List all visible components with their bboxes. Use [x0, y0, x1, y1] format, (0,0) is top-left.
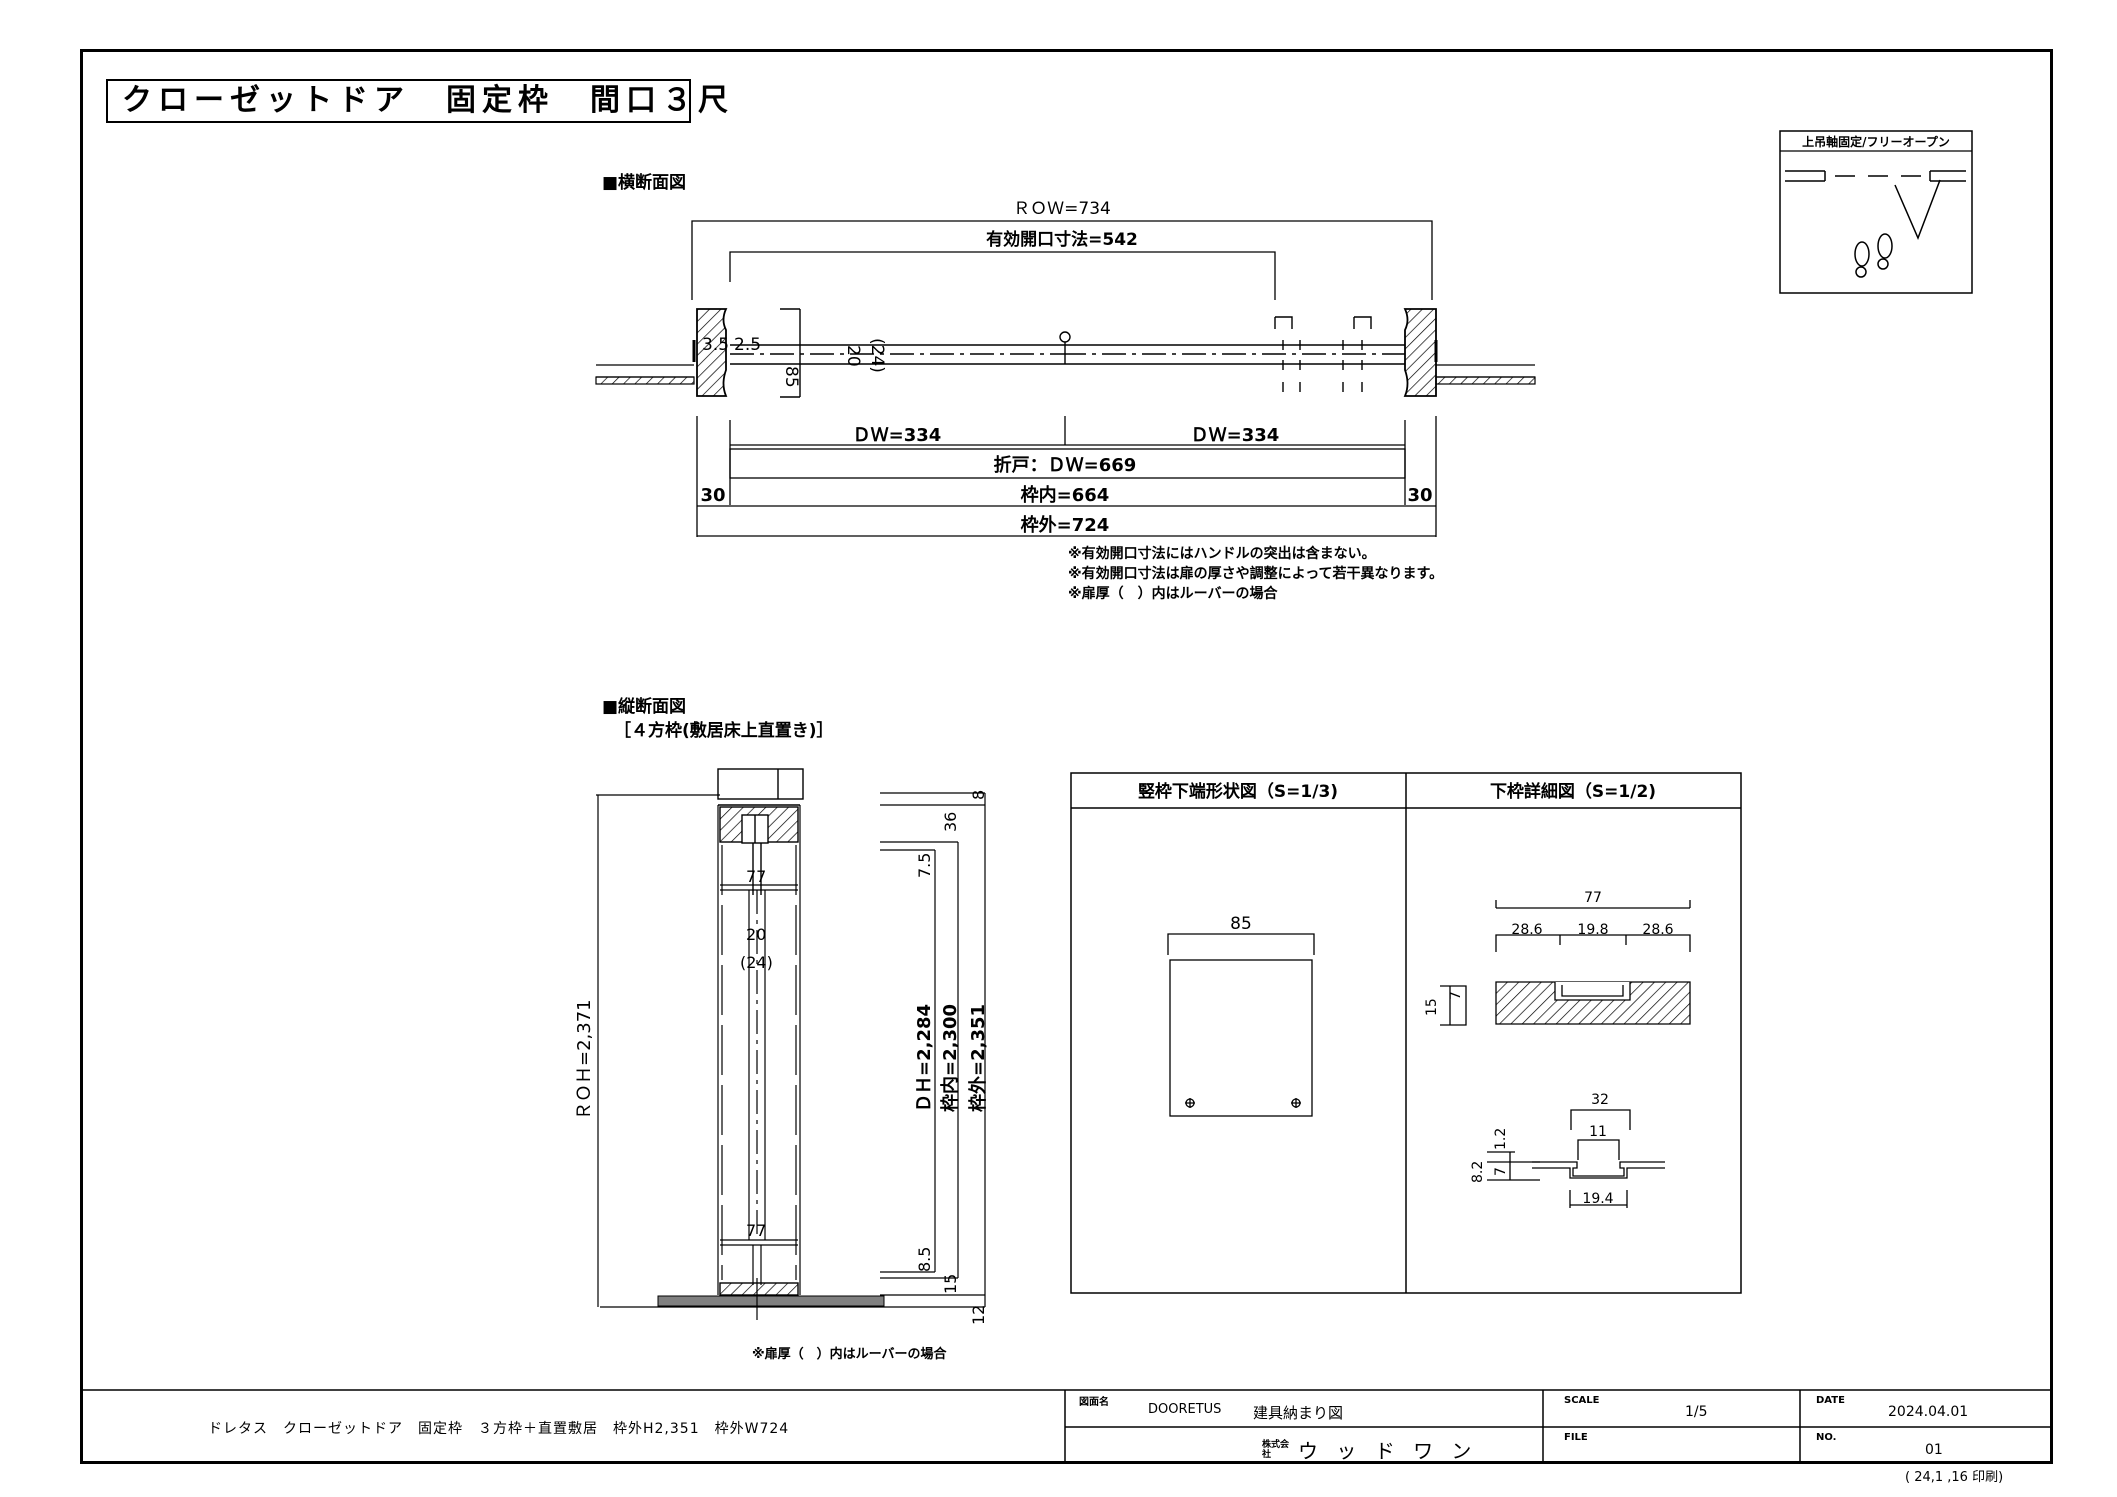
- no-value: 01: [1925, 1442, 1943, 1458]
- dim-dh: ＤＨ=2,284: [914, 1004, 935, 1112]
- dim-fold-dw: 折戸：ＤＷ=669: [994, 454, 1137, 476]
- company-prefix: 株式会社: [1262, 1440, 1290, 1460]
- dim-small-24: (24): [867, 338, 887, 373]
- plan-note-1: ※有効開口寸法にはハンドルの突出は含まない。: [1068, 545, 1376, 562]
- drawing-title: クローゼットドア 固定枠 間口３尺: [106, 79, 728, 123]
- dim-inner-height: 枠内=2,300: [939, 1004, 961, 1112]
- dim-jamb-85: 85: [1230, 914, 1252, 934]
- dim-side-right: 30: [1407, 485, 1432, 506]
- rail-detail: [1487, 1109, 1665, 1208]
- plan-section: ■横断面図 ＲＯＷ=734 有効開口寸法=542: [595, 172, 1536, 602]
- elevation-heading: ■縦断面図: [602, 696, 686, 717]
- elevation-subheading: ［４方枠(敷居床上直置き)］: [614, 720, 834, 741]
- dim-d8: 8: [969, 790, 988, 800]
- date-value: 2024.04.01: [1888, 1404, 1969, 1420]
- detail-right-title: 下枠詳細図（S=1/2): [1490, 781, 1656, 802]
- title-block-description: ドレタス クローゼットドア 固定枠 ３方枠＋直置敷居 枠外H2,351 枠外W7…: [208, 1421, 790, 1437]
- dim-t24: (24): [740, 953, 773, 972]
- dim-rail-82: 8.2: [1470, 1161, 1486, 1183]
- drawing-name: 建具納まり図: [1253, 1404, 1344, 1422]
- dim-dw-right: ＤＷ=334: [1191, 425, 1280, 446]
- dim-effective-opening: 有効開口寸法=542: [986, 229, 1138, 250]
- dim-row: ＲＯＷ=734: [1013, 199, 1111, 219]
- dim-roh: ＲＯＨ=2,371: [574, 999, 595, 1120]
- company-name: ウ ッ ド ワ ン: [1298, 1439, 1478, 1463]
- scale-label: SCALE: [1564, 1395, 1600, 1406]
- plan-note-2: ※有効開口寸法は扉の厚さや調整によって若干異なります。: [1068, 565, 1443, 582]
- plan-section-heading: ■横断面図: [602, 172, 686, 193]
- dim-t20: 20: [746, 925, 766, 944]
- right-jamb: [1403, 308, 1437, 397]
- dim-d75: 7.5: [915, 853, 934, 878]
- elevation-note: ※扉厚（ ）内はルーバーの場合: [752, 1346, 948, 1362]
- dim-sill-h2: 7: [1448, 991, 1464, 1000]
- dim-inner-width: 枠内=664: [1021, 484, 1110, 506]
- title-block: [80, 1389, 2053, 1464]
- dim-w77-top: 77: [746, 867, 766, 886]
- dim-small-20: 20: [843, 345, 863, 367]
- left-jamb: [696, 308, 728, 397]
- scale-value: 1/5: [1685, 1404, 1708, 1420]
- sill-detail: [1440, 900, 1691, 1026]
- dim-outer-height: 枠外=2,351: [967, 1004, 989, 1112]
- drawing-code: DOORETUS: [1148, 1402, 1222, 1417]
- dim-sill-c: 28.6: [1642, 922, 1673, 938]
- opening-type-box: 上吊軸固定/フリーオープン: [1779, 130, 1973, 294]
- plan-note-3: ※扉厚（ ）内はルーバーの場合: [1068, 585, 1278, 602]
- opening-symbol-icon: [1785, 170, 1966, 278]
- detail-left-title: 竪枠下端形状図（S=1/3): [1138, 781, 1338, 802]
- dim-d36: 36: [941, 812, 960, 832]
- dim-rail-32: 32: [1591, 1092, 1609, 1108]
- dim-sill-a: 28.6: [1511, 922, 1542, 938]
- file-label: FILE: [1564, 1432, 1588, 1443]
- dim-small-85: 85: [781, 366, 801, 388]
- detail-panels: [1070, 772, 1742, 1294]
- dim-rail-12: 1.2: [1493, 1128, 1509, 1150]
- print-stamp: ( 24,1 ,16 印刷): [1905, 1470, 2004, 1485]
- dim-rail-11: 11: [1589, 1124, 1607, 1140]
- jamb-bottom-detail: [1167, 933, 1315, 1117]
- dim-rail-194: 19.4: [1582, 1191, 1613, 1207]
- opening-type-label: 上吊軸固定/フリーオープン: [1802, 134, 1950, 149]
- dim-sill-b: 19.8: [1577, 922, 1608, 938]
- sheet-border: [80, 49, 2053, 1464]
- dim-w77-bottom: 77: [746, 1221, 766, 1240]
- dim-side-left: 30: [700, 485, 725, 506]
- dim-sill-h: 15: [1424, 998, 1440, 1016]
- dim-small-b: 2.5: [734, 335, 761, 355]
- dim-d15: 15: [941, 1274, 960, 1294]
- dim-d85: 8.5: [915, 1247, 934, 1272]
- dim-rail-7: 7: [1493, 1167, 1509, 1176]
- dim-outer-width: 枠外=724: [1021, 514, 1110, 536]
- elevation-section: ■縦断面図 ［４方枠(敷居床上直置き)］: [574, 696, 989, 1362]
- dim-sill-77: 77: [1584, 890, 1602, 906]
- dim-d12: 12: [969, 1305, 988, 1325]
- dim-dw-left: ＤＷ=334: [853, 425, 942, 446]
- no-label: NO.: [1816, 1432, 1837, 1443]
- date-label: DATE: [1816, 1395, 1845, 1406]
- drawing-name-label: 図面名: [1079, 1397, 1109, 1408]
- dim-small-a: 3.5: [702, 335, 729, 355]
